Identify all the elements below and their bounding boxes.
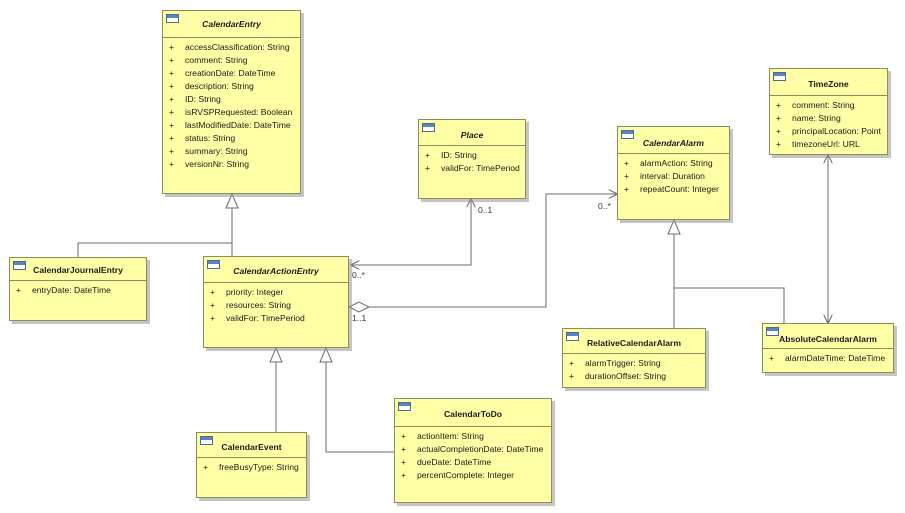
association-place (351, 199, 471, 265)
class-name: CalendarJournalEntry (33, 265, 123, 275)
attribute-list: +alarmDateTime: DateTime (763, 349, 893, 365)
attribute: +versionNr: String (169, 159, 249, 169)
attribute-list: +actionItem: String +actualCompletionDat… (395, 427, 551, 482)
attribute-list: +entryDate: DateTime (10, 281, 146, 297)
attribute: +summary: String (169, 146, 248, 156)
generalization-triangle-action-entry-event (269, 346, 283, 363)
attribute: +isRVSPRequested: Boolean (169, 107, 293, 117)
class-name: AbsoluteCalendarAlarm (779, 334, 877, 344)
attribute: +entryDate: DateTime (16, 285, 111, 295)
attribute: +creationDate: DateTime (169, 68, 276, 78)
attribute-list: +accessClassification: String +comment: … (163, 38, 300, 171)
attribute: +ID: String (169, 94, 221, 104)
attribute: +status: String (169, 133, 236, 143)
attribute: +alarmTrigger: String (569, 358, 661, 368)
class-calendar-entry[interactable]: CalendarEntry +accessClassification: Str… (162, 10, 301, 194)
attribute: +repeatCount: Integer (624, 184, 719, 194)
class-header: RelativeCalendarAlarm (563, 329, 705, 354)
generalization-triangle-calendar-entry (225, 192, 239, 209)
class-icon (166, 14, 179, 23)
attribute: +validFor: TimePeriod (210, 313, 305, 323)
generalization-triangle-action-entry-todo (319, 346, 333, 363)
class-icon (773, 72, 786, 81)
class-header: Place (419, 120, 525, 146)
generalization-journal-entry (77, 208, 233, 257)
attribute: +alarmAction: String (624, 158, 713, 168)
class-time-zone[interactable]: TimeZone +comment: String +name: String … (769, 68, 888, 155)
attribute-list: +priority: Integer +resources: String +v… (204, 283, 348, 325)
multiplicity-action-entry-place-end: 0..* (352, 270, 365, 280)
attribute: +accessClassification: String (169, 42, 290, 52)
class-name: CalendarAlarm (642, 138, 705, 148)
attribute: +durationOffset: String (569, 371, 667, 381)
attribute: +description: String (169, 81, 254, 91)
class-place[interactable]: Place +ID: String +validFor: TimePeriod (418, 119, 526, 199)
attribute: +dueDate: DateTime (401, 457, 492, 467)
attribute: +lastModifiedDate: DateTime (169, 120, 291, 130)
generalization-absolute-alarm (674, 287, 785, 323)
attribute: +timezoneUrl: URL (776, 139, 860, 149)
multiplicity-action-entry-alarm-end: 1..1 (352, 313, 367, 323)
multiplicity-alarm-end: 0..* (598, 201, 611, 211)
attribute: +priority: Integer (210, 287, 284, 297)
class-absolute-calendar-alarm[interactable]: AbsoluteCalendarAlarm +alarmDateTime: Da… (762, 323, 894, 373)
class-calendar-event[interactable]: CalendarEvent +freeBusyType: String (196, 432, 307, 498)
class-relative-calendar-alarm[interactable]: RelativeCalendarAlarm +alarmTrigger: Str… (562, 328, 706, 388)
class-icon (398, 402, 411, 411)
class-calendar-alarm[interactable]: CalendarAlarm +alarmAction: String +inte… (617, 126, 730, 220)
class-header: CalendarJournalEntry (10, 258, 146, 281)
aggregation-alarm (369, 194, 617, 308)
class-header: AbsoluteCalendarAlarm (763, 324, 893, 349)
attribute-list: +freeBusyType: String (197, 458, 306, 474)
attribute: +actualCompletionDate: DateTime (401, 444, 544, 454)
class-calendar-journal-entry[interactable]: CalendarJournalEntry +entryDate: DateTim… (9, 257, 147, 321)
class-icon (207, 260, 220, 269)
class-header: CalendarAlarm (618, 127, 729, 154)
attribute: +resources: String (210, 300, 291, 310)
class-icon (566, 332, 579, 341)
attribute: +comment: String (776, 100, 855, 110)
class-calendar-action-entry[interactable]: CalendarActionEntry +priority: Integer +… (203, 256, 349, 348)
class-header: TimeZone (770, 69, 887, 96)
attribute: +percentComplete: Integer (401, 470, 514, 480)
attribute: +name: String (776, 113, 841, 123)
generalization-calendar-todo (325, 362, 394, 453)
class-name: CalendarToDo (443, 409, 503, 419)
attribute: +interval: Duration (624, 171, 705, 181)
attribute-list: +comment: String +name: String +principa… (770, 96, 887, 151)
class-icon (200, 436, 213, 445)
attribute: +comment: String (169, 55, 248, 65)
attribute: +ID: String (425, 150, 477, 160)
class-icon (422, 123, 435, 132)
class-header: CalendarEntry (163, 11, 300, 38)
class-name: TimeZone (808, 79, 849, 89)
class-calendar-todo[interactable]: CalendarToDo +actionItem: String +actual… (394, 398, 552, 503)
attribute: +alarmDateTime: DateTime (769, 353, 886, 363)
attribute: +freeBusyType: String (203, 462, 299, 472)
class-name: Place (460, 130, 484, 140)
class-header: CalendarEvent (197, 433, 306, 458)
class-icon (621, 130, 634, 139)
class-name: CalendarEvent (221, 442, 282, 452)
class-name: CalendarActionEntry (233, 266, 319, 276)
attribute: +principalLocation: Point (776, 126, 881, 136)
class-icon (13, 261, 26, 270)
class-header: CalendarActionEntry (204, 257, 348, 283)
class-name: CalendarEntry (202, 19, 261, 29)
class-name: RelativeCalendarAlarm (586, 338, 682, 348)
class-header: CalendarToDo (395, 399, 551, 427)
multiplicity-place-end: 0..1 (478, 205, 493, 215)
attribute: +actionItem: String (401, 431, 484, 441)
attribute-list: +alarmAction: String +interval: Duration… (618, 154, 729, 196)
attribute-list: +alarmTrigger: String +durationOffset: S… (563, 354, 705, 383)
aggregation-diamond (347, 301, 371, 313)
generalization-triangle-calendar-alarm (667, 218, 681, 235)
class-icon (766, 327, 779, 336)
attribute-list: +ID: String +validFor: TimePeriod (419, 146, 525, 175)
attribute: +validFor: TimePeriod (425, 163, 520, 173)
